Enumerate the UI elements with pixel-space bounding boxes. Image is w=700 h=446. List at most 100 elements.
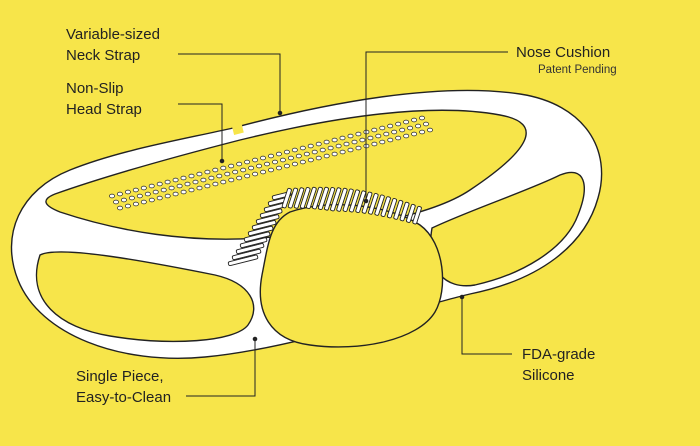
cushion-fin [243,231,271,243]
perforation-dot [132,187,139,193]
cushion-fin [406,203,416,223]
leader-head-strap-dot [219,158,225,164]
perforation-dot [152,189,159,195]
perforation-dot [124,189,131,195]
neck-strap-gap [230,117,244,135]
perforation-dot [276,165,282,171]
perforation-dot [395,121,402,127]
perforation-dot [244,159,251,165]
perforation-dot [351,139,358,145]
cushion-fin [305,186,317,210]
label-nose-cushion-note: Patent Pending [538,64,617,76]
nose-opening [259,204,444,348]
perforation-dot [248,165,255,171]
right-chamber [430,171,585,287]
perforation-dot [303,151,310,157]
perforation-dot [252,157,259,163]
perforation-dot [315,155,322,161]
perforation-dot [307,157,314,163]
perforation-dot [411,131,418,137]
cushion-fin [330,187,342,212]
cushion-fin [348,189,360,213]
perforation-dot [204,169,211,175]
perforation-dot [287,155,294,161]
perforation-dot [327,145,334,151]
perforation-dot [387,137,394,143]
perforation-dot [407,125,414,131]
perforation-dot [204,183,211,189]
cushion-fin [259,208,283,219]
perforation-dot [168,185,175,191]
cushion-fin [251,220,277,231]
perforation-dot [220,179,227,185]
perforation-dot [160,187,167,193]
perforation-dot [220,165,227,171]
cushion-fin [412,205,422,225]
perforation-dot [291,161,298,167]
label-neck-strap: Variable-sized Neck Strap [66,24,160,66]
cushion-fin [299,187,311,209]
cushion-fin [355,190,367,214]
label-head-strap-line1: Non-Slip [66,80,124,97]
perforation-dot [395,135,402,141]
perforation-dot [180,175,187,181]
perforation-dot [291,147,298,153]
perforation-dot [299,159,306,165]
perforation-dot [212,167,219,173]
label-fda: FDA-grade Silicone [522,344,595,386]
perforation-dot [184,181,191,187]
perforation-dot [315,141,322,147]
perforation-dot [256,163,263,169]
perforation-dot [120,197,127,203]
label-fda-line1: FDA-grade [522,346,596,363]
perforation-dot [331,151,338,157]
perforation-dot [268,153,274,159]
perforation-dot [140,185,147,191]
label-nose-cushion-title: Nose Cushion [516,44,611,61]
perforation-dot [387,123,394,129]
perforation-dot [319,147,326,153]
perforation-dot [423,121,429,127]
perforation-dot [415,123,422,129]
perforation-dot [379,139,386,145]
cushion-fin [368,193,379,215]
cushion-fin [255,214,280,225]
label-neck-strap-line1: Variable-sized [66,26,160,43]
perforation-dot [180,189,187,195]
cushion-fin [393,199,404,220]
cushion-fin [317,186,329,210]
leader-head-strap [178,103,223,160]
label-head-strap: Non-Slip Head Strap [66,78,142,120]
leader-neck-strap-dot [277,110,283,116]
perforation-dot [172,177,179,183]
perforation-dot [347,133,354,139]
label-single-piece-line2: Easy-to-Clean [76,389,172,406]
perforation-dot [156,181,163,187]
perforation-dot [200,177,207,183]
cushion-fin [281,187,292,209]
perforation-dot [283,163,290,169]
perforation-dot [299,145,306,151]
perforation-dot [117,205,123,211]
leader-neck-strap [178,53,281,112]
perforation-dot [144,191,151,197]
leader-nose-cushion [365,51,508,200]
perforation-dot [419,115,425,121]
perforation-dot [403,119,410,125]
perforation-dot [383,131,390,137]
perforation-dot [355,145,362,151]
perforation-dot [196,171,203,177]
perforation-dot [124,203,131,209]
perforation-dot [343,141,350,147]
cushion-fin [342,188,354,212]
perforation-dot [379,125,386,131]
perforation-dot [232,169,239,175]
cushion-fin [227,254,259,267]
cushion-fin [231,248,262,261]
cushion-fin [239,237,268,249]
perforation-dot [172,191,179,197]
perforation-dot [244,173,251,179]
perforation-dot [148,183,155,189]
perforation-dot [176,183,183,189]
